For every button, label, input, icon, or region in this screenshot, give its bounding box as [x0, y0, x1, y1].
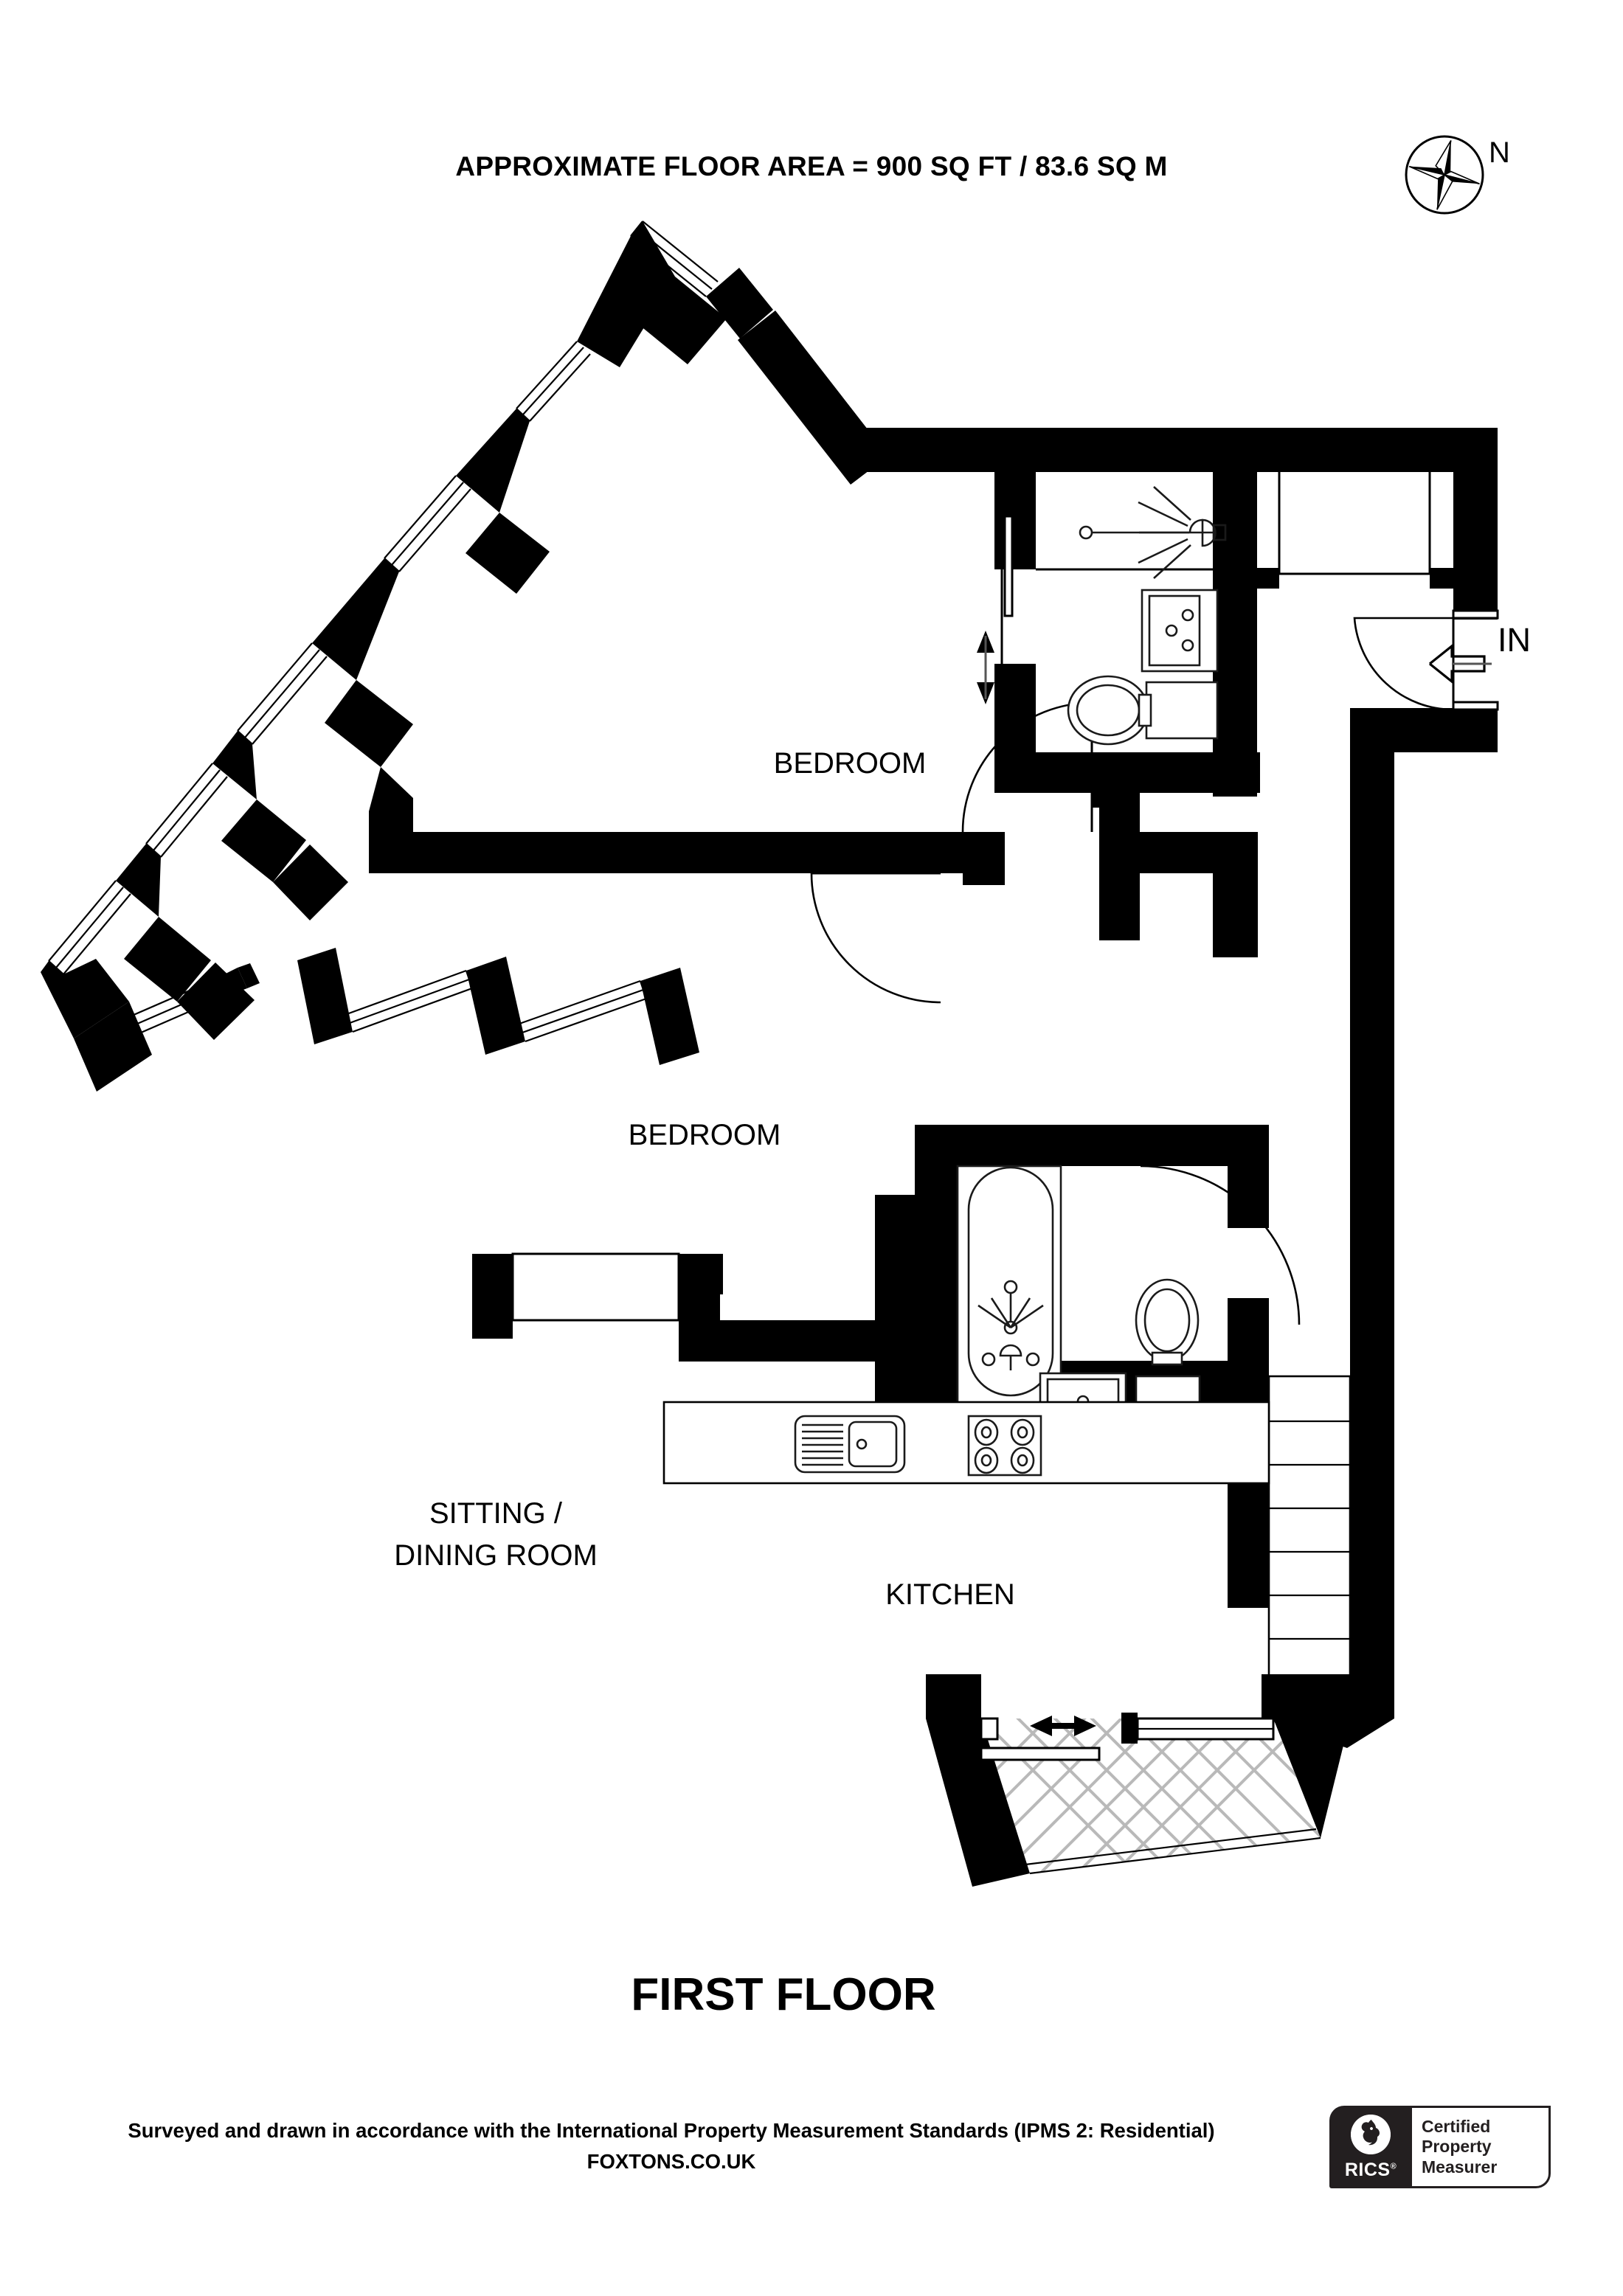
wash-basin-icon: [1141, 589, 1219, 673]
rics-badge-line3: Measurer: [1422, 2157, 1498, 2177]
wall-pier-3: [456, 409, 530, 513]
bedroom-2-door-swing: [810, 872, 941, 1004]
recess-bedroom2: [511, 1252, 680, 1322]
wall-pier-1: [706, 268, 773, 339]
entrance-in-arrow-icon: [1429, 643, 1492, 684]
page-title: APPROXIMATE FLOOR AREA = 900 SQ FT / 83.…: [455, 151, 1168, 181]
wall-bedroom2-left-step2: [273, 844, 348, 920]
wall-hall-right2: [1213, 832, 1258, 957]
bathroom-door-swing: [1140, 1165, 1301, 1325]
rics-badge-line1: Certified: [1422, 2117, 1491, 2137]
kitchen-counter: [662, 1401, 1270, 1485]
room-label-bedroom-2: BEDROOM: [629, 1119, 781, 1151]
wall-shower-bottom: [994, 752, 1260, 793]
bath-tub-icon: [956, 1165, 1062, 1405]
window-4: [237, 642, 328, 745]
wall-bedroom2-bottom2: [472, 1254, 513, 1339]
balcony-sliding-door: [980, 1713, 1275, 1761]
rics-registered-mark: ®: [1390, 2162, 1397, 2171]
room-label-bedroom-1: BEDROOM: [774, 747, 927, 780]
sitting-room-bottom-facade: [74, 1002, 152, 1092]
wall-shower-left: [994, 472, 1036, 569]
wall-right-lower: [1350, 708, 1394, 1718]
wall-bedroom2-left-step: [369, 767, 413, 873]
footer-disclaimer-line2: Residential) FOXTONS.CO.UK: [586, 2119, 1215, 2173]
shower-head-icon: [1079, 486, 1227, 579]
staircase-icon: [1267, 1375, 1352, 1683]
wall-sitting-left-step: [177, 963, 255, 1040]
footer-disclaimer-line1: Surveyed and drawn in accordance with th…: [128, 2119, 1095, 2142]
wall-pier-4b: [325, 680, 413, 767]
wall-shower-right: [1213, 472, 1257, 797]
wall-top: [866, 428, 1498, 472]
wall-bathroom-right: [1228, 1125, 1269, 1228]
wall-pier-2: [577, 221, 675, 367]
wall-cupboard-bottom2: [1430, 568, 1453, 589]
room-label-kitchen: KITCHEN: [885, 1578, 1015, 1611]
window-5: [145, 763, 228, 858]
footer: Surveyed and drawn in accordance with th…: [0, 2115, 1623, 2263]
hob-icon: [967, 1415, 1042, 1477]
wall-pier-6: [116, 844, 161, 917]
wall-cupboard-right: [1453, 472, 1498, 605]
room-label-sitting-dining-1: SITTING /: [429, 1497, 563, 1530]
wall-pier-5b: [221, 800, 306, 882]
rics-certified-badge: RICS® Certified Property Measurer: [1329, 2106, 1551, 2188]
entrance-door-swing: [1353, 609, 1499, 711]
wall-pier-7: [41, 959, 129, 1038]
wall-pier-b1b: [238, 963, 260, 988]
wall-shower-left-lower: [994, 664, 1036, 758]
sliding-arrow-icon: [1030, 1716, 1096, 1736]
floor-plan-drawing: BEDROOM BEDROOM SITTING / DINING ROOM KI…: [41, 221, 1499, 2020]
shower-room-sliding-door: [977, 515, 1014, 704]
floor-level-label: FIRST FLOOR: [631, 1969, 935, 2020]
rics-wordmark: RICS®: [1329, 2160, 1412, 2181]
rics-brand: RICS: [1344, 2160, 1391, 2180]
window-3: [384, 475, 471, 572]
wall-bedroom1-bottom2: [963, 832, 1005, 885]
wall-diagonal-top: [738, 311, 888, 485]
rics-lion-icon: [1351, 2115, 1391, 2154]
window-2: [516, 341, 591, 422]
window-6: [48, 880, 131, 975]
wall-pier-5: [212, 731, 257, 800]
footer-disclaimer: Surveyed and drawn in accordance with th…: [44, 2115, 1298, 2177]
wall-bathroom-top: [915, 1125, 1269, 1166]
wall-bedroom1-bottom: [413, 832, 963, 873]
rics-text-block: Certified Property Measurer: [1412, 2106, 1551, 2188]
kitchen-sink-icon: [794, 1415, 906, 1474]
toilet-icon: [1067, 675, 1219, 746]
wall-pier-4: [312, 558, 399, 680]
rics-logo-block: RICS®: [1329, 2106, 1412, 2188]
wall-diagonal-top2: [851, 428, 888, 485]
wall-balcony-right: [1262, 1674, 1350, 1838]
rics-badge-line2: Property: [1422, 2137, 1492, 2157]
room-label-sitting-dining-2: DINING ROOM: [394, 1539, 598, 1572]
wall-pier-3b: [466, 513, 550, 594]
entrance-in-label: IN: [1498, 621, 1531, 659]
wall-pier-6b: [124, 917, 211, 1002]
wall-pier-2b: [636, 277, 727, 364]
bottom-facade: [297, 948, 699, 1065]
compass-rose-icon: [1404, 134, 1485, 215]
wall-cupboard-bottom: [1257, 568, 1279, 589]
wall-balcony-left: [926, 1674, 1030, 1887]
compass-north-label: N: [1489, 136, 1510, 169]
